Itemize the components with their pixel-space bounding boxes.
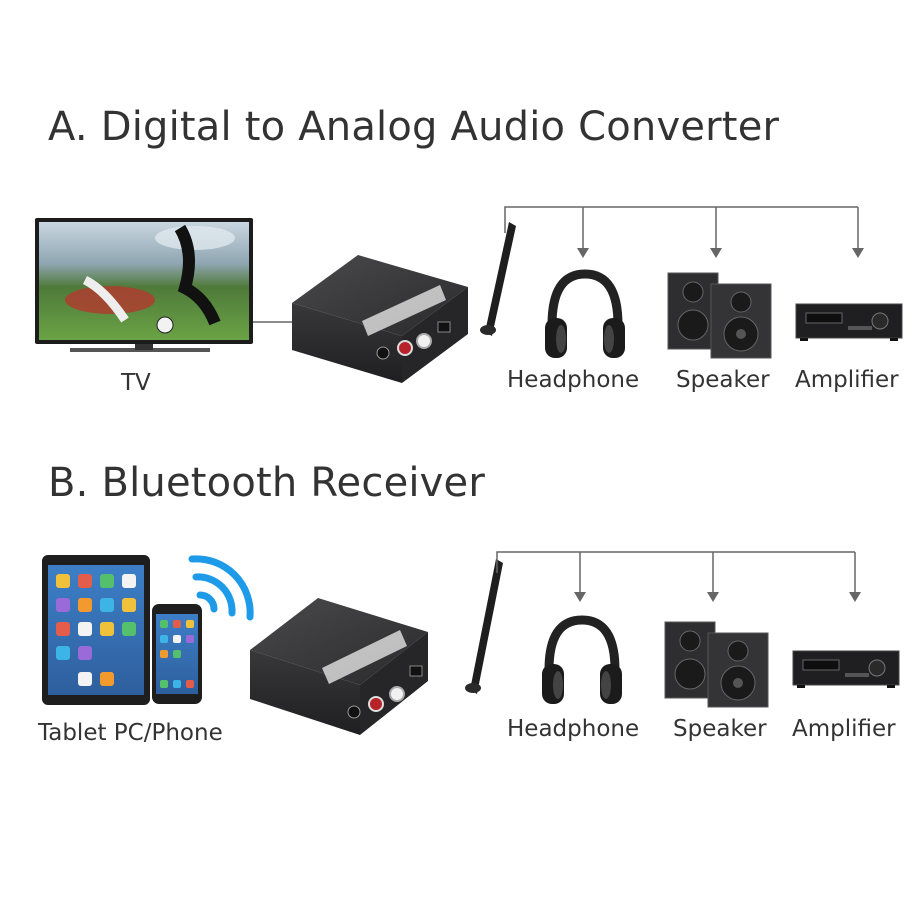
converter-icon <box>250 598 428 735</box>
a-speaker-label: Speaker <box>676 367 770 393</box>
wifi-icon <box>188 555 254 621</box>
converter-icon <box>292 255 468 383</box>
a-headphone-label: Headphone <box>507 367 640 393</box>
antenna-icon <box>465 559 503 694</box>
tv-label: TV <box>121 370 151 396</box>
b-amplifier-icon <box>792 650 900 688</box>
antenna-icon <box>480 222 516 336</box>
b-headphone-label: Headphone <box>507 716 640 742</box>
b-headphone-icon <box>542 615 622 704</box>
a-headphone-icon <box>545 269 625 358</box>
a-amplifier-icon <box>795 303 903 341</box>
b-speaker-label: Speaker <box>673 716 767 742</box>
phone-icon <box>152 604 202 704</box>
b-amplifier-label: Amplifier <box>792 716 896 742</box>
a-connector-lines <box>504 206 859 254</box>
tablet-icon <box>42 555 150 705</box>
b-connector-lines <box>496 551 856 598</box>
tablet-phone-label: Tablet PC/Phone <box>38 720 223 746</box>
a-speaker-icon <box>667 272 772 359</box>
section-b-title: B. Bluetooth Receiver <box>48 460 486 506</box>
b-speaker-icon <box>664 621 769 708</box>
section-a-title: A. Digital to Analog Audio Converter <box>48 104 780 150</box>
a-amplifier-label: Amplifier <box>795 367 899 393</box>
tv-icon <box>35 218 253 352</box>
